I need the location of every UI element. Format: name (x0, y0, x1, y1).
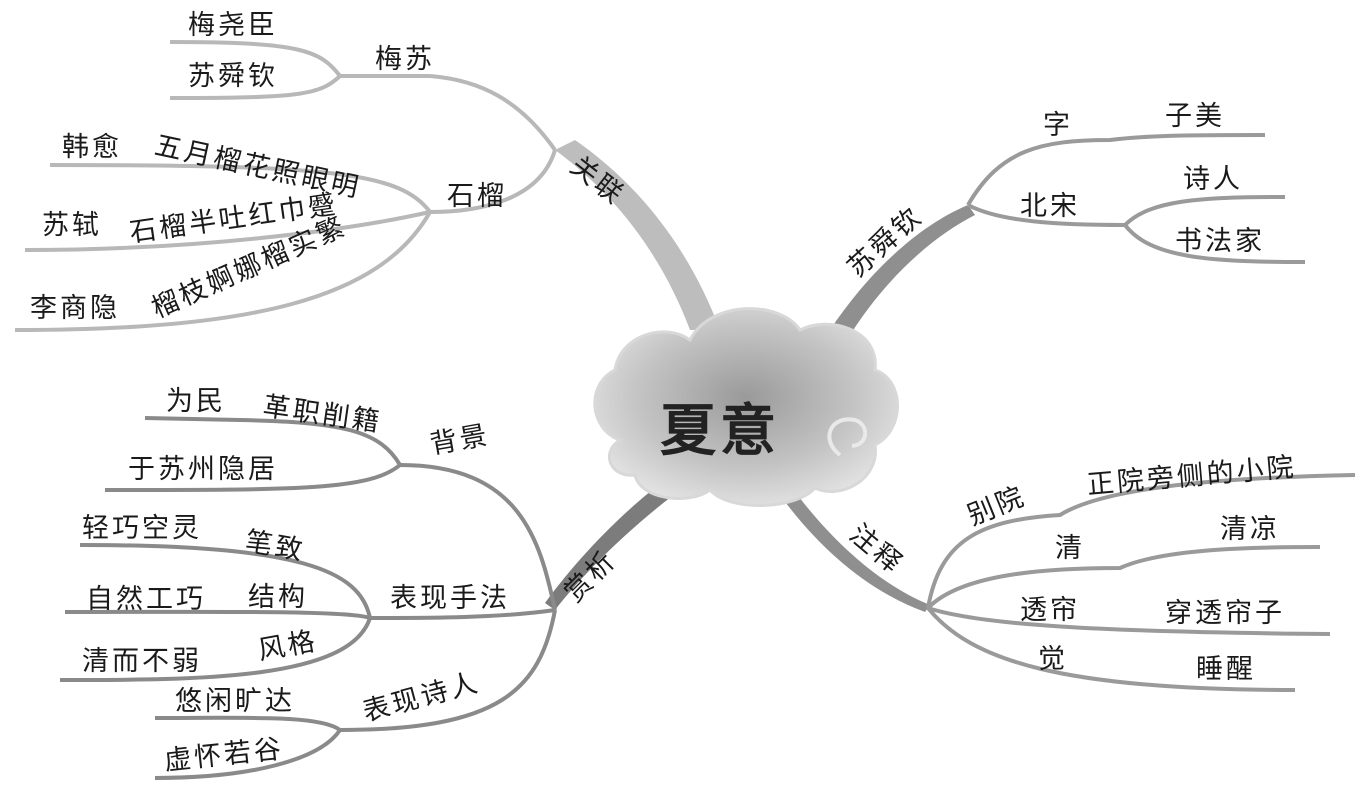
node-beisong: 北宋 (1020, 193, 1080, 220)
node-hanyu-author: 韩愈 (62, 134, 122, 161)
node-lishangyin-author: 李商隐 (30, 295, 120, 322)
node-shiliu: 石榴 (447, 183, 507, 210)
node-youxian: 悠闲旷达 (175, 688, 295, 715)
node-jue-meaning: 睡醒 (1196, 656, 1256, 683)
node-sushi-author: 苏轼 (42, 212, 102, 239)
node-zi: 字 (1043, 112, 1073, 139)
node-shufajia: 书法家 (1175, 228, 1265, 255)
node-meisu: 梅苏 (375, 46, 435, 73)
node-zimei: 子美 (1165, 103, 1225, 130)
node-sushunqin-small: 苏舜钦 (188, 63, 278, 90)
node-bizhi-value: 轻巧空灵 (82, 515, 202, 542)
node-toulian: 透帘 (1020, 597, 1080, 624)
node-jiegou-value: 自然工巧 (86, 586, 206, 613)
node-meiyaochen: 梅尧臣 (188, 12, 278, 39)
node-fengge-value: 清而不弱 (82, 648, 202, 675)
node-jue: 觉 (1038, 646, 1068, 673)
center-topic-title: 夏意 (660, 386, 780, 467)
node-yinju: 于苏州隐居 (128, 456, 278, 483)
node-qing: 清 (1055, 535, 1085, 562)
node-weimin: 为民 (166, 388, 226, 415)
node-shiren: 诗人 (1183, 166, 1243, 193)
node-biaoxian: 表现手法 (390, 585, 510, 612)
node-qing-meaning: 清凉 (1220, 516, 1280, 543)
node-jiegou: 结构 (248, 584, 308, 611)
node-toulian-meaning: 穿透帘子 (1165, 600, 1285, 627)
